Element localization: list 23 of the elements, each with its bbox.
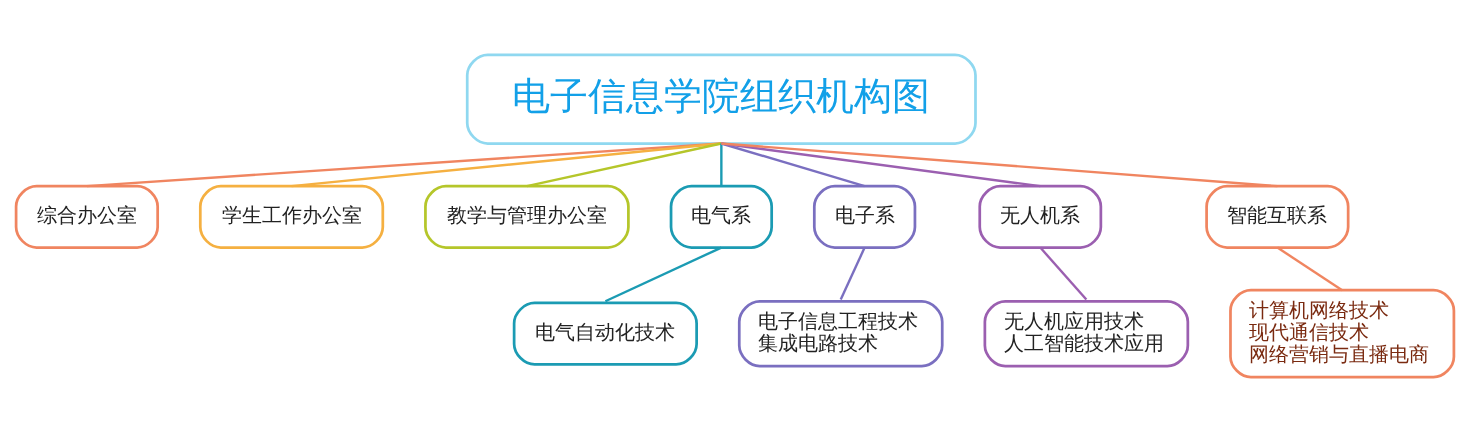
connector (526, 141, 722, 187)
connector (1039, 246, 1088, 300)
node-box: 无人机应用技术 人工智能技术应用 (983, 299, 1190, 367)
connector (604, 245, 722, 302)
node-box: 计算机网络技术 现代通信技术 网络营销与直播电商 (1229, 288, 1456, 379)
node-box: 电气系 (669, 184, 774, 249)
connector (291, 141, 722, 187)
node-box: 电子系 (812, 184, 917, 249)
connector (86, 141, 722, 187)
connector (1276, 246, 1343, 291)
connector (721, 141, 1278, 187)
node-box: 综合办公室 (14, 184, 160, 249)
node-box: 学生工作办公室 (198, 184, 385, 249)
connector (839, 246, 866, 300)
node-box: 无人机系 (978, 184, 1103, 249)
node-box: 电气自动化技术 (512, 301, 698, 366)
node-box: 电子信息工程技术 集成电路技术 (737, 299, 944, 367)
connector (721, 141, 1041, 187)
connector (721, 141, 865, 187)
node-box: 教学与管理办公室 (424, 184, 630, 249)
node-box: 智能互联系 (1205, 184, 1350, 249)
connector (720, 143, 723, 186)
node-box: 电子信息学院组织机构图 (465, 52, 977, 145)
